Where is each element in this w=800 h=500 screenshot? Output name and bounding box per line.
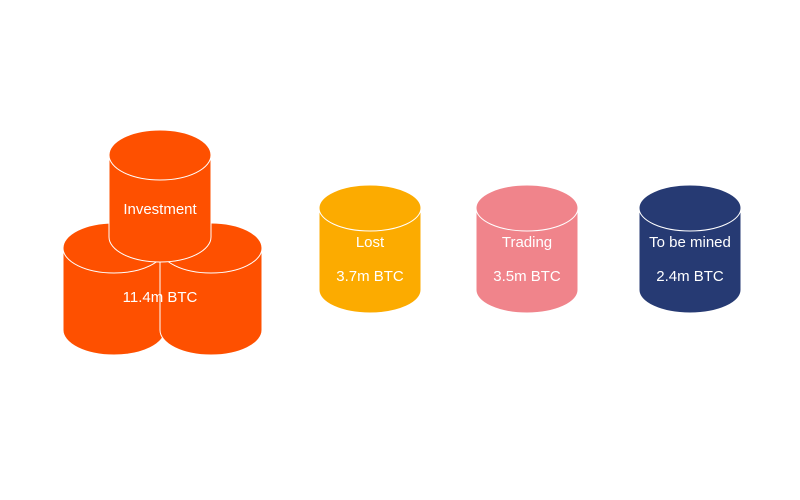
trading-cylinder: Trading 3.5m BTC xyxy=(475,184,579,314)
investment-stack: Investment 11.4m BTC xyxy=(62,129,263,356)
to-be-mined-label: To be mined xyxy=(649,234,731,251)
to-be-mined-value: 2.4m BTC xyxy=(656,268,724,285)
investment-label: Investment xyxy=(123,201,197,218)
to-be-mined-cylinder: To be mined 2.4m BTC xyxy=(638,184,742,314)
trading-label: Trading xyxy=(502,234,552,251)
lost-value: 3.7m BTC xyxy=(336,268,404,285)
lost-label: Lost xyxy=(356,234,385,251)
trading-value: 3.5m BTC xyxy=(493,268,561,285)
investment-cylinder-top xyxy=(108,129,212,263)
investment-value: 11.4m BTC xyxy=(123,289,198,306)
lost-cylinder: Lost 3.7m BTC xyxy=(318,184,422,314)
